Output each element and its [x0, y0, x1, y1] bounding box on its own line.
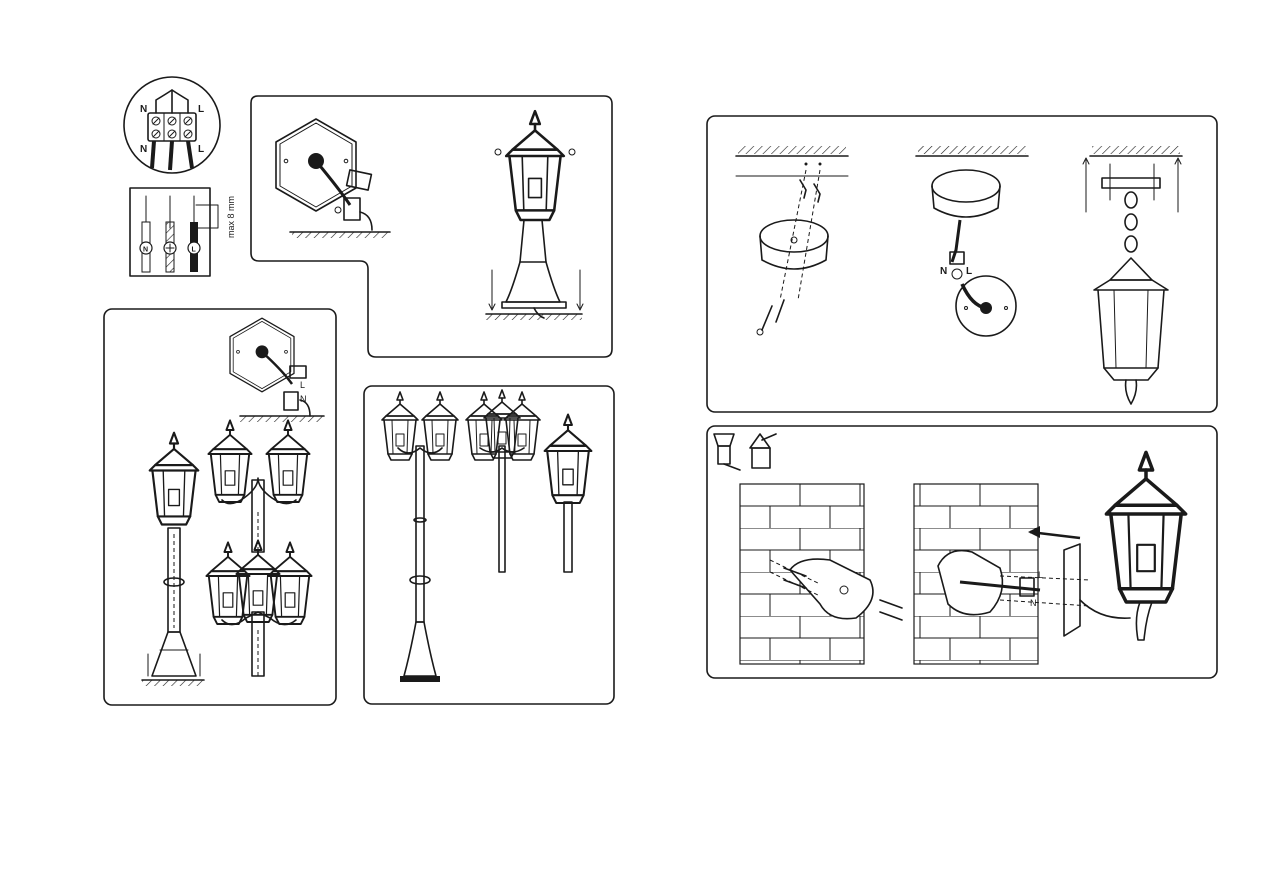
strip-length-label: max 8 mm: [226, 196, 236, 238]
strip-live-label: L: [192, 247, 197, 254]
ceiling-neutral-label: N: [940, 266, 947, 277]
double-head-arm-figure: [207, 419, 311, 553]
variant-single-head-post: [543, 413, 593, 573]
strip-neutral-label: N: [143, 247, 148, 254]
small-plate-live-label: L: [300, 380, 305, 390]
ceiling-mount-step-2: [915, 146, 1029, 337]
single-head-pole-figure: [141, 431, 205, 686]
variant-three-head-lamp-post: [465, 389, 541, 573]
panel-post-lamp: [250, 95, 613, 358]
panel-wall-mount: [706, 425, 1218, 679]
wall-neutral-label: N: [1030, 598, 1037, 608]
post-lantern-figure: [485, 109, 584, 320]
panel-ceiling-mount: [706, 115, 1218, 413]
pendant-lantern-figure: [1082, 146, 1183, 405]
hex-cover-plate-figure: [275, 118, 391, 238]
small-plate-neutral-label: N: [300, 394, 307, 404]
ceiling-mount-step-1: [735, 146, 849, 336]
terminal-block-diagram: [123, 76, 221, 174]
triple-head-arm-figure: [205, 539, 313, 677]
wall-lantern-type-icons: [713, 433, 777, 471]
terminal-live-bottom-label: L: [198, 144, 204, 155]
wall-mount-step-2: [913, 483, 1091, 665]
terminal-live-top-label: L: [198, 104, 204, 115]
hex-cover-plate-small: [229, 317, 325, 422]
terminal-neutral-top-label: N: [140, 104, 147, 115]
panel-post-assembly: [103, 308, 337, 706]
wire-strip-diagram: [129, 187, 219, 277]
ceiling-live-label: L: [966, 266, 972, 277]
panel-variants: [363, 385, 615, 705]
variant-two-head-lamp-post: [381, 391, 459, 682]
wall-live-label: L: [1038, 570, 1043, 580]
terminal-neutral-bottom-label: N: [140, 144, 147, 155]
wall-lantern-figure: [1028, 450, 1188, 641]
wall-mount-step-1: [739, 483, 903, 665]
